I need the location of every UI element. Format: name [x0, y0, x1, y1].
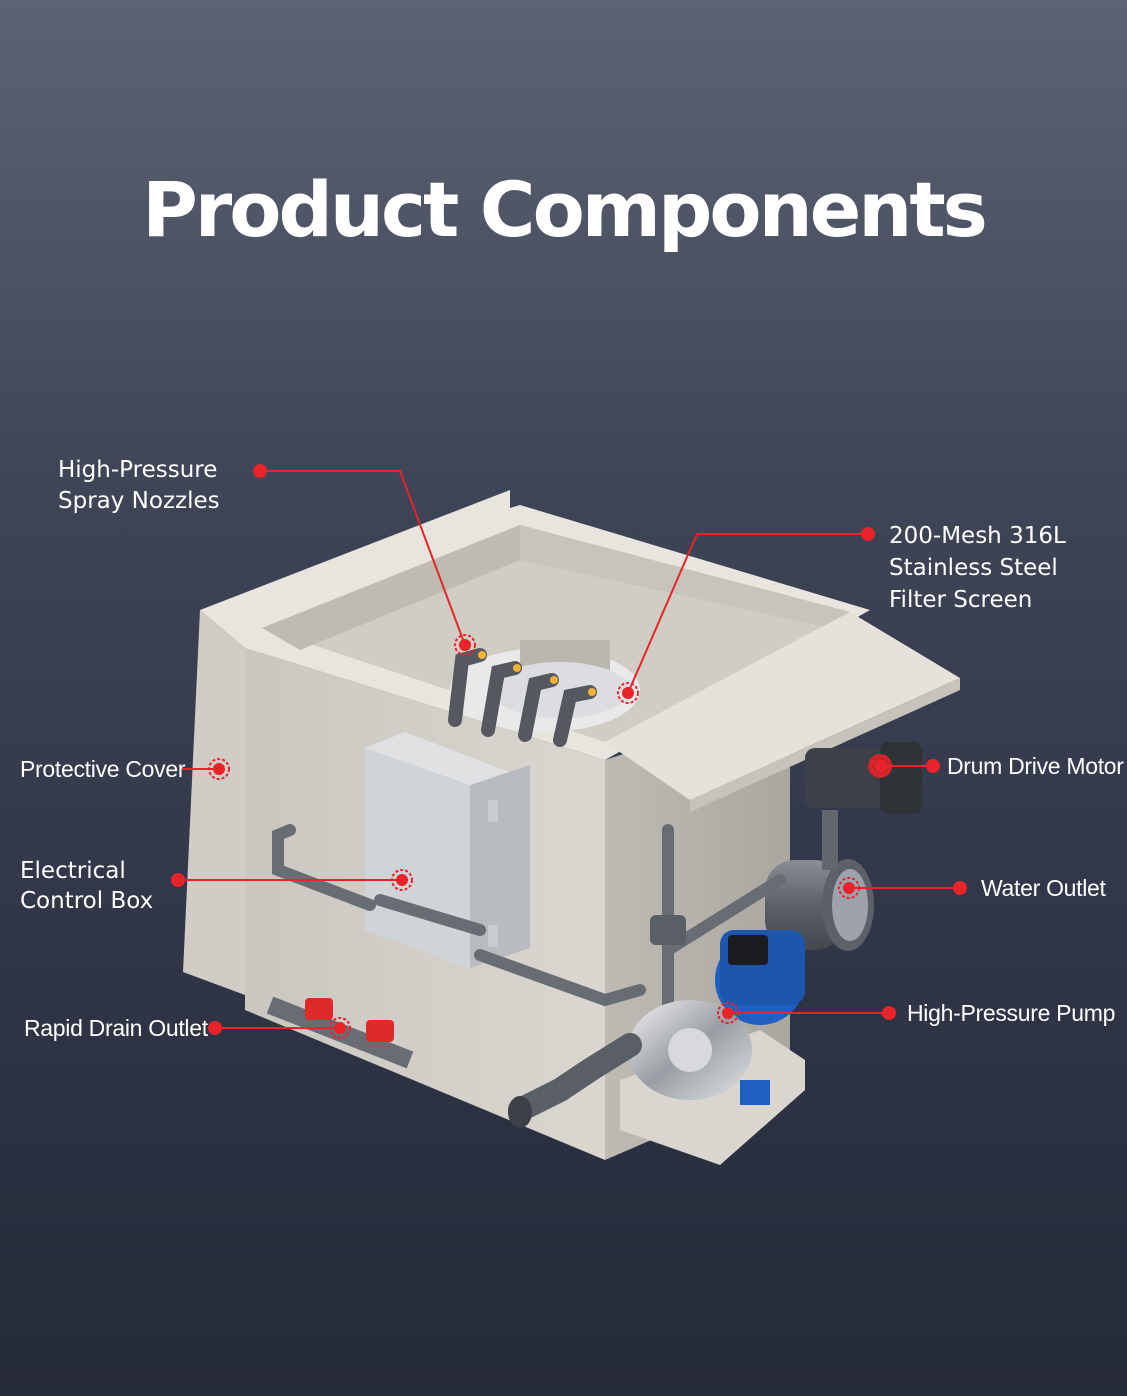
marker-rapid-drain-outlet: [329, 1017, 351, 1039]
marker-drum-drive-motor: [870, 755, 892, 777]
label-electrical-control-box: Electrical Control Box: [20, 858, 154, 914]
drum-drive-motor-unit: [805, 742, 922, 814]
pump-unit: [508, 930, 805, 1128]
label-rapid-drain-outlet: Rapid Drain Outlet: [24, 1015, 208, 1041]
page-title: Product Components: [142, 165, 988, 254]
label-protective-cover: Protective Cover: [20, 756, 186, 782]
label-drum-drive-motor: Drum Drive Motor: [947, 753, 1124, 779]
callout-markers: [208, 634, 892, 1039]
label-filter-screen: 200-Mesh 316L Stainless Steel Filter Scr…: [889, 523, 1066, 613]
marker-control-box: [391, 869, 413, 891]
callout-end-dots: [171, 464, 967, 1035]
marker-high-pressure-pump: [717, 1002, 739, 1024]
marker-filter-screen: [617, 682, 639, 704]
marker-protective-cover: [208, 758, 230, 780]
tank-top-rim: [200, 490, 870, 760]
label-water-outlet: Water Outlet: [981, 875, 1106, 901]
label-high-pressure-pump: High-Pressure Pump: [907, 1000, 1116, 1026]
label-spray-nozzles: High-Pressure Spray Nozzles: [58, 457, 220, 514]
side-shelf: [605, 612, 960, 800]
marker-spray-nozzles: [454, 634, 476, 656]
callout-lines: [178, 470, 960, 1029]
marker-water-outlet: [838, 877, 860, 899]
spray-nozzle-pipes: [448, 648, 597, 747]
